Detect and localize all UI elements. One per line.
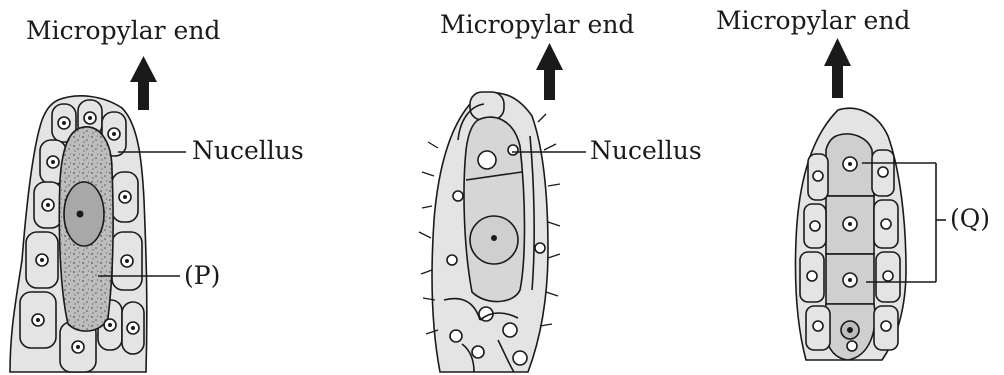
panel-2 — [419, 43, 586, 372]
mmc-nucleus — [64, 182, 104, 246]
upward-arrow-icon — [824, 38, 851, 98]
upward-arrow-icon — [130, 56, 157, 110]
cap-cell — [470, 92, 504, 120]
panel-1 — [10, 56, 186, 372]
upward-arrow-icon — [536, 43, 563, 100]
mmc-nucleolus — [77, 211, 84, 218]
functional-megaspore — [464, 117, 525, 302]
panel-3 — [795, 38, 946, 360]
megaspore-nucleolus — [491, 235, 497, 241]
